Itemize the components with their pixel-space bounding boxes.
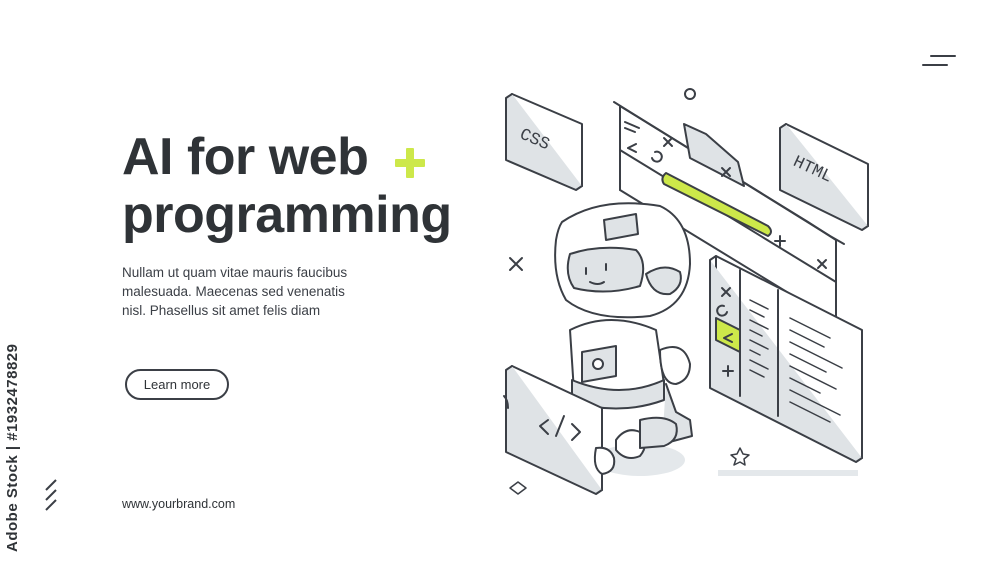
page-title: AI for web programming	[122, 128, 452, 244]
laptop-icon	[503, 365, 616, 495]
headline-line-1: AI for web	[122, 128, 369, 186]
html-card-icon	[779, 123, 869, 231]
headline-line-2: programming	[122, 186, 452, 244]
browser-window-icon	[613, 101, 845, 323]
plus-icon	[395, 148, 425, 178]
slashes-icon	[45, 479, 57, 511]
stock-id-watermark: Adobe Stock | #1932478829	[4, 343, 21, 552]
robot-icon	[554, 202, 693, 459]
css-card-icon	[505, 93, 583, 191]
brand-url-link[interactable]: www.yourbrand.com	[122, 497, 236, 511]
description-text: Nullam ut quam vitae mauris faucibus mal…	[122, 265, 348, 318]
code-editor-icon	[709, 255, 863, 476]
star-icon	[730, 447, 750, 466]
ai-robot-illustration: CSS HTML	[503, 88, 869, 495]
learn-more-button[interactable]: Learn more	[125, 369, 229, 400]
menu-icon[interactable]	[922, 55, 956, 69]
